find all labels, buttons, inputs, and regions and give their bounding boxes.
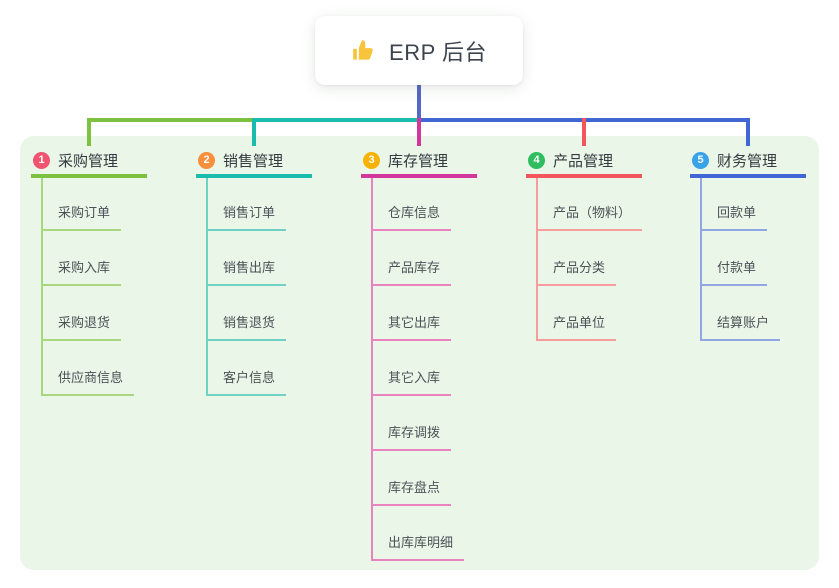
child-spine (41, 178, 43, 396)
child-label[interactable]: 结算账户 (700, 312, 781, 341)
child-item[interactable]: 其它入库 (371, 367, 452, 396)
child-item[interactable]: 产品库存 (371, 257, 452, 286)
branch-label: 产品管理 (553, 152, 614, 170)
child-item[interactable]: 供应商信息 (41, 367, 135, 396)
branch-node-4[interactable]: 4 产品管理 (526, 146, 642, 178)
child-label[interactable]: 采购入库 (41, 257, 122, 286)
child-label[interactable]: 其它出库 (371, 312, 452, 341)
connector-horizontal-segment (254, 118, 419, 122)
child-item[interactable]: 库存调拨 (371, 422, 452, 451)
branch-badge: 1 (33, 151, 50, 169)
child-spine (536, 178, 538, 341)
branch-node-2[interactable]: 2 销售管理 (196, 146, 312, 178)
child-label[interactable]: 库存盘点 (371, 477, 452, 506)
root-title: ERP 后台 (389, 39, 487, 65)
branches-panel (20, 136, 819, 570)
connector-root-drop (417, 85, 421, 122)
child-item[interactable]: 销售订单 (206, 202, 287, 231)
child-label[interactable]: 仓库信息 (371, 202, 452, 231)
child-label[interactable]: 客户信息 (206, 367, 287, 396)
branch-node-3[interactable]: 3 库存管理 (361, 146, 477, 178)
thumbs-up-icon (351, 38, 377, 64)
child-label[interactable]: 销售出库 (206, 257, 287, 286)
branch-badge: 2 (198, 151, 215, 169)
branch-node-5[interactable]: 5 财务管理 (690, 146, 806, 178)
branch-label: 库存管理 (388, 152, 449, 170)
child-item[interactable]: 付款单 (700, 257, 768, 286)
connector-branch-drop (252, 118, 256, 146)
child-spine (700, 178, 702, 341)
child-label[interactable]: 产品分类 (536, 257, 617, 286)
root-node[interactable]: ERP 后台 (315, 16, 523, 85)
connector-branch-drop (746, 118, 750, 146)
child-item[interactable]: 库存盘点 (371, 477, 452, 506)
child-label[interactable]: 库存调拨 (371, 422, 452, 451)
child-spine (206, 178, 208, 396)
child-item[interactable]: 采购退货 (41, 312, 122, 341)
child-item[interactable]: 销售退货 (206, 312, 287, 341)
branch-badge: 3 (363, 151, 380, 169)
child-label[interactable]: 销售订单 (206, 202, 287, 231)
child-item[interactable]: 仓库信息 (371, 202, 452, 231)
branch-label: 采购管理 (58, 152, 119, 170)
child-label[interactable]: 采购退货 (41, 312, 122, 341)
child-item[interactable]: 客户信息 (206, 367, 287, 396)
connector-horizontal-segment (89, 118, 254, 122)
child-item[interactable]: 其它出库 (371, 312, 452, 341)
child-item[interactable]: 结算账户 (700, 312, 781, 341)
child-label[interactable]: 付款单 (700, 257, 768, 286)
connector-branch-drop (87, 118, 91, 146)
branch-label: 销售管理 (223, 152, 284, 170)
branch-badge: 5 (692, 151, 709, 169)
child-label[interactable]: 采购订单 (41, 202, 122, 231)
branch-node-1[interactable]: 1 采购管理 (31, 146, 147, 178)
child-item[interactable]: 产品单位 (536, 312, 617, 341)
child-label[interactable]: 产品（物料） (536, 202, 643, 231)
child-item[interactable]: 产品（物料） (536, 202, 643, 231)
connector-branch-drop (417, 118, 421, 146)
child-spine (371, 178, 373, 561)
child-label[interactable]: 产品单位 (536, 312, 617, 341)
child-label[interactable]: 产品库存 (371, 257, 452, 286)
child-item[interactable]: 产品分类 (536, 257, 617, 286)
child-label[interactable]: 销售退货 (206, 312, 287, 341)
connector-branch-drop (582, 118, 586, 146)
child-item[interactable]: 采购入库 (41, 257, 122, 286)
child-label[interactable]: 出库库明细 (371, 532, 465, 561)
child-item[interactable]: 销售出库 (206, 257, 287, 286)
child-item[interactable]: 出库库明细 (371, 532, 465, 561)
branch-label: 财务管理 (717, 152, 778, 170)
child-label[interactable]: 回款单 (700, 202, 768, 231)
branch-badge: 4 (528, 151, 545, 169)
child-label[interactable]: 供应商信息 (41, 367, 135, 396)
child-label[interactable]: 其它入库 (371, 367, 452, 396)
child-item[interactable]: 采购订单 (41, 202, 122, 231)
child-item[interactable]: 回款单 (700, 202, 768, 231)
